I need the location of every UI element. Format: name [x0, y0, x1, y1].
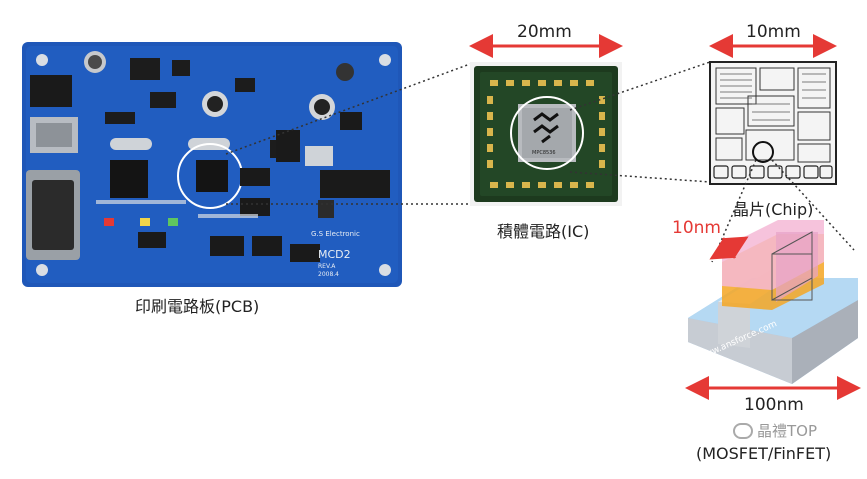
zoom-line-ic-bottom [569, 171, 711, 183]
pcb-text-date: 2008.4 [318, 271, 339, 278]
pcb-image: G.S Electronic MCD2 REV.A 2008.4 [22, 42, 402, 287]
ic-caption: 積體電路(IC) [497, 222, 590, 241]
die-marking: MPC8536 [532, 150, 556, 156]
transistor-caption: (MOSFET/FinFET) [696, 444, 832, 463]
pcb-text-rev: REV.A [318, 263, 336, 270]
transistor-width-label: 100nm [744, 395, 804, 415]
ic-width-label: 20mm [517, 22, 572, 42]
watermark-text: 晶禮TOP [757, 422, 818, 440]
chip-width-label: 10mm [746, 22, 801, 42]
pcb-text-maker: G.S Electronic [311, 230, 360, 238]
pcb-caption: 印刷電路板(PCB) [135, 297, 260, 316]
chip-caption: 晶片(Chip) [733, 200, 814, 219]
gate-length-label: 10nm [672, 218, 721, 238]
zoom-line-chip-left [711, 159, 757, 263]
watermark: 晶禮TOP [733, 420, 817, 441]
zoom-line-chip-right [771, 159, 855, 251]
gate-length-arrow [709, 236, 749, 260]
finfet-structure-image: www.ansforce.com [688, 220, 858, 384]
chip-die-image [709, 61, 837, 185]
zoom-line-pcb-top [225, 63, 471, 155]
pcb-text-model: MCD2 [318, 248, 351, 261]
chat-bubble-icon [733, 422, 753, 439]
ic-package-image: MPC8536 [470, 62, 622, 206]
